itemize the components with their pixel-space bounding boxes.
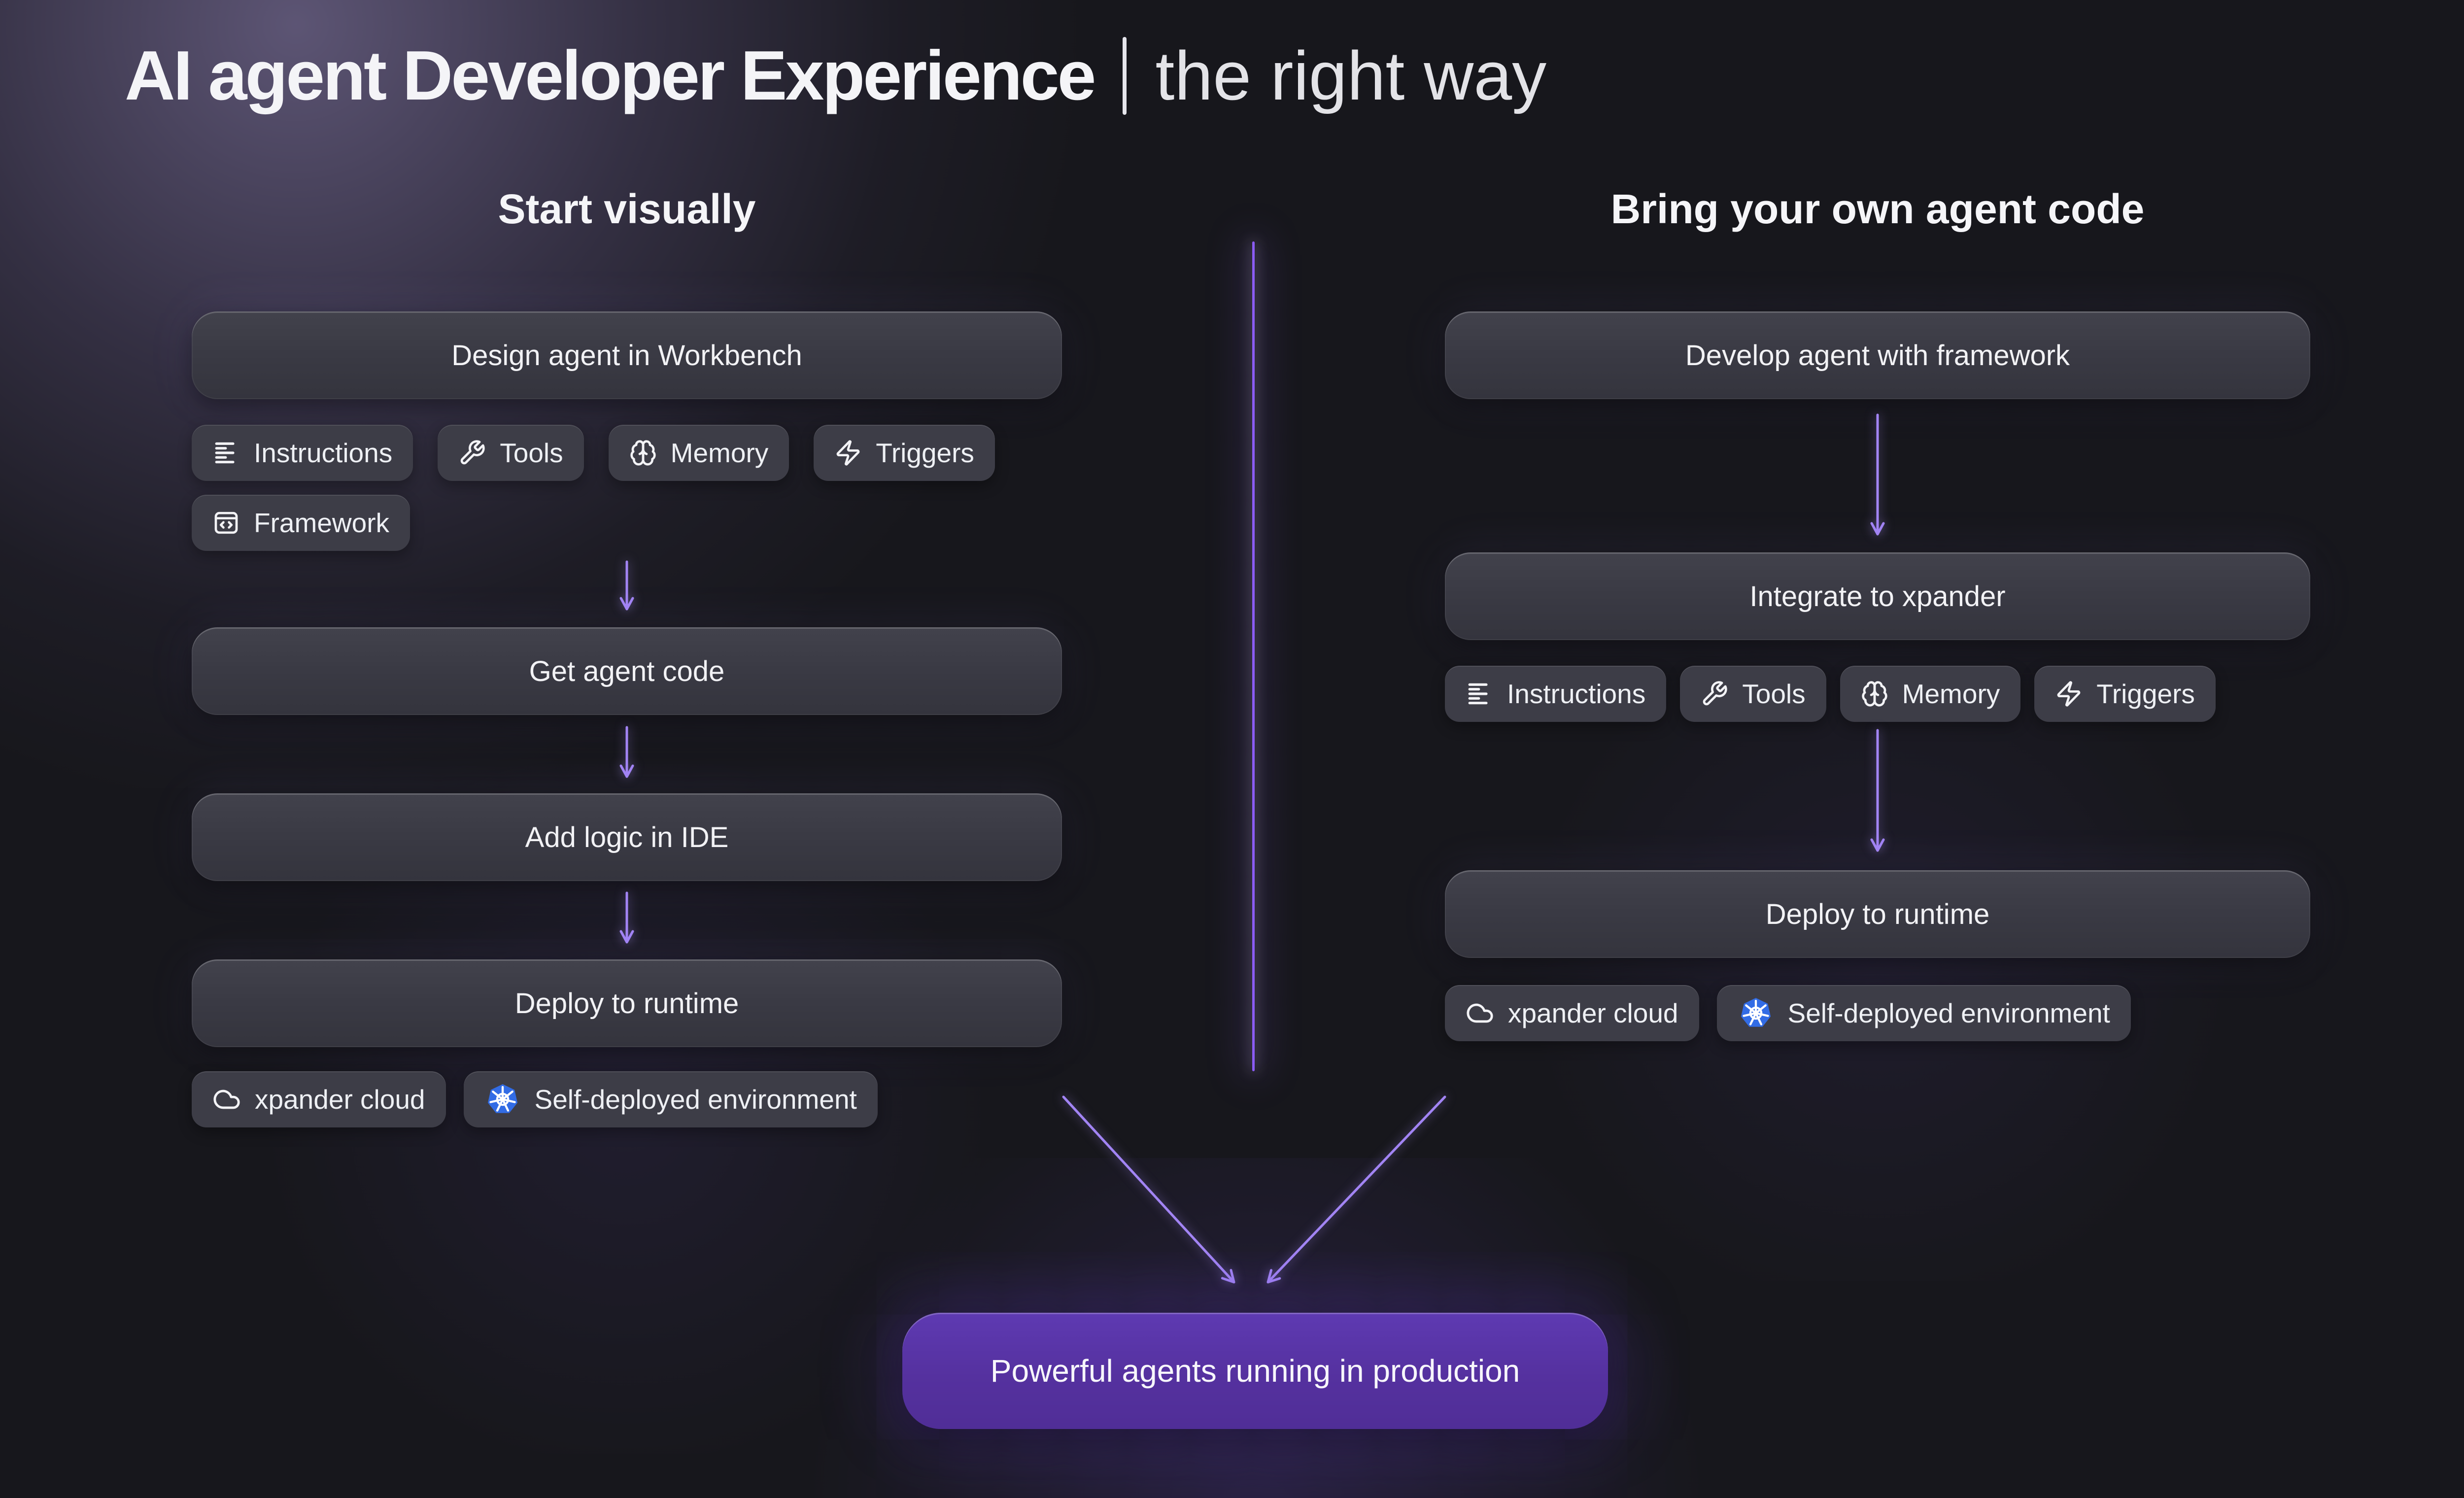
align-left-lines-icon (1466, 680, 1493, 708)
page-title-main: AI agent Developer Experience (125, 36, 1096, 115)
flow-box-integrate-xpander: Integrate to xpander (1445, 552, 2310, 640)
chip-label: Tools (1742, 679, 1806, 709)
down-arrow-icon (619, 560, 634, 611)
flow-box-deploy-runtime-right: Deploy to runtime (1445, 870, 2310, 958)
down-arrow-icon (1870, 729, 1885, 852)
down-arrow-icon (1870, 413, 1885, 536)
result-banner-label: Powerful agents running in production (990, 1353, 1520, 1389)
brain-icon (629, 439, 657, 467)
chip-memory: Memory (608, 425, 789, 481)
chip-framework: Framework (192, 495, 411, 551)
page-title-accent: the right way (1155, 37, 1547, 114)
chip-instructions: Instructions (1445, 666, 1667, 722)
title-separator-bar (1123, 37, 1127, 115)
chip-tools: Tools (1680, 666, 1826, 722)
chip-label: Tools (500, 438, 563, 468)
column-divider-line (1252, 241, 1255, 1071)
chip-self-deployed: Self-deployed environment (463, 1071, 878, 1127)
lightning-bolt-icon (834, 439, 862, 467)
chip-triggers: Triggers (814, 425, 995, 481)
left-runtime-chip-row: xpander cloud (192, 1071, 878, 1127)
chip-tools: Tools (438, 425, 584, 481)
flow-box-deploy-runtime-left: Deploy to runtime (192, 959, 1062, 1047)
right-capability-chip-row: Instructions Tools Memory (1445, 666, 2216, 722)
flow-box-develop-framework: Develop agent with framework (1445, 311, 2310, 399)
chip-label: xpander cloud (255, 1084, 425, 1115)
chip-label: xpander cloud (1508, 998, 1678, 1028)
flow-box-label: Get agent code (529, 655, 725, 687)
chip-triggers: Triggers (2034, 666, 2216, 722)
code-window-icon (212, 509, 240, 537)
chip-label: Self-deployed environment (534, 1084, 857, 1115)
left-capability-chip-row: Instructions Tools Memory (192, 425, 995, 481)
flow-box-label: Design agent in Workbench (451, 339, 802, 372)
chip-label: Framework (254, 508, 390, 538)
flow-box-get-agent-code: Get agent code (192, 627, 1062, 715)
right-column-header: Bring your own agent code (1610, 186, 2145, 232)
converging-arrows (1062, 1095, 1446, 1284)
down-arrow-icon (619, 891, 634, 944)
chip-xpander-cloud: xpander cloud (192, 1071, 446, 1127)
result-banner: Powerful agents running in production (902, 1313, 1608, 1429)
wrench-icon (1701, 680, 1728, 708)
page-title: AI agent Developer Experience the right … (125, 35, 1546, 116)
cloud-icon (212, 1085, 241, 1114)
flow-box-label: Deploy to runtime (514, 987, 739, 1020)
chip-xpander-cloud: xpander cloud (1445, 985, 1699, 1041)
lightning-bolt-icon (2055, 680, 2083, 708)
down-arrow-icon (619, 726, 634, 778)
chip-label: Memory (1902, 679, 2000, 709)
chip-memory: Memory (1840, 666, 2021, 722)
flow-box-label: Add logic in IDE (525, 821, 729, 853)
chip-label: Instructions (254, 438, 393, 468)
flow-box-add-logic-ide: Add logic in IDE (192, 793, 1062, 881)
kubernetes-icon (1738, 995, 1774, 1031)
right-runtime-chip-row: xpander cloud (1445, 985, 2131, 1041)
chip-label: Self-deployed environment (1787, 998, 2110, 1028)
chip-label: Memory (670, 438, 769, 468)
cloud-icon (1466, 999, 1494, 1027)
flow-box-design-agent: Design agent in Workbench (192, 311, 1062, 399)
flow-box-label: Deploy to runtime (1765, 898, 1990, 930)
align-left-lines-icon (212, 439, 240, 467)
brain-icon (1861, 680, 1888, 708)
wrench-icon (458, 439, 486, 467)
flow-box-label: Develop agent with framework (1685, 339, 2070, 372)
kubernetes-icon (484, 1081, 521, 1118)
chip-label: Triggers (876, 438, 974, 468)
left-framework-chip-row: Framework (192, 495, 411, 551)
chip-instructions: Instructions (192, 425, 413, 481)
flow-box-label: Integrate to xpander (1749, 580, 2006, 613)
left-column-header: Start visually (498, 186, 756, 232)
chip-label: Triggers (2096, 679, 2195, 709)
chip-label: Instructions (1507, 679, 1646, 709)
chip-self-deployed: Self-deployed environment (1716, 985, 2131, 1041)
